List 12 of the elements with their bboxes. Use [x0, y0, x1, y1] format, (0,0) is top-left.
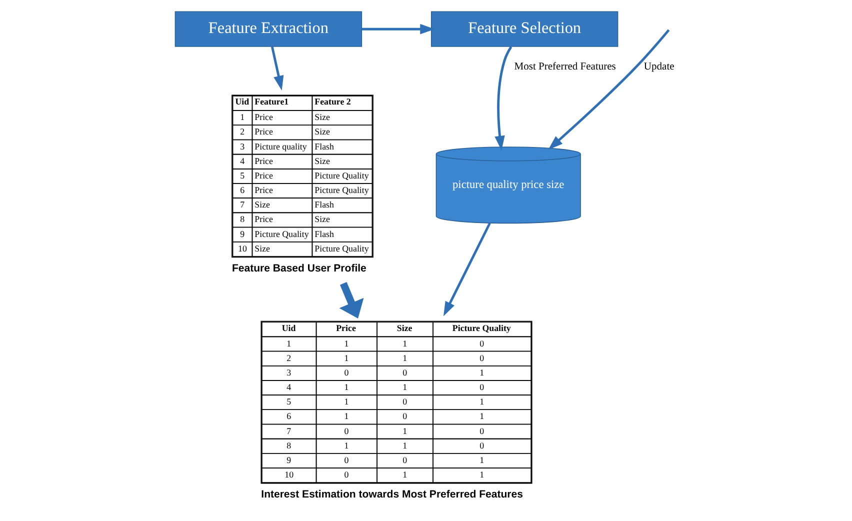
arrow	[442, 222, 490, 316]
node-label: Feature Based User Profile	[231, 262, 366, 274]
arrow	[548, 29, 670, 150]
arrow	[338, 282, 364, 318]
node-box: Feature Extraction	[174, 11, 362, 47]
node-box: Feature Selection	[430, 11, 618, 47]
arrow	[361, 24, 434, 34]
arrow	[270, 46, 284, 90]
edge-label: Most Preferred Features	[514, 62, 616, 73]
node-label: Interest Estimation towards Most Preferred Features	[260, 488, 522, 500]
arrow	[494, 46, 512, 151]
edge-label: Update	[643, 62, 674, 73]
